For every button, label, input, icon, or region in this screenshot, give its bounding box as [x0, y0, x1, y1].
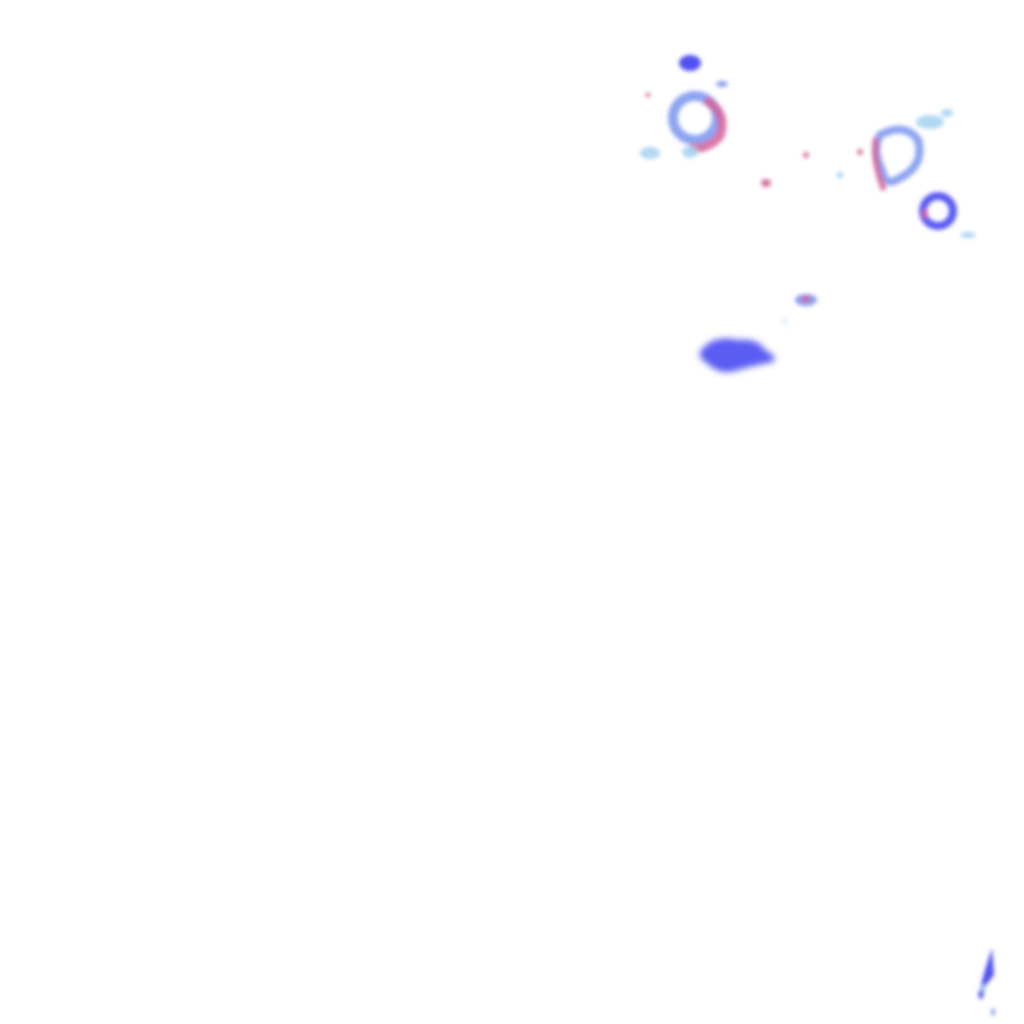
echo-cluster-b [872, 109, 976, 238]
precipitation-blob [857, 149, 863, 155]
precipitation-blob [801, 296, 811, 302]
precipitation-blob [922, 209, 928, 219]
precipitation-blob [960, 232, 976, 238]
precipitation-blob [640, 147, 660, 159]
streak-echo [978, 948, 994, 1000]
ring-echo [919, 192, 957, 230]
ring-echo [872, 125, 924, 186]
echo-cluster-a [640, 55, 728, 159]
precipitation-blob [991, 1008, 995, 1016]
precipitation-blob [916, 115, 944, 129]
ring-echo-intense [872, 137, 887, 192]
precipitation-blob [645, 93, 651, 97]
precipitation-blob [716, 81, 728, 87]
echo-streak [978, 948, 995, 1016]
precipitation-blob [837, 171, 843, 179]
precipitation-blob [782, 320, 788, 324]
precipitation-blob [980, 985, 986, 991]
precipitation-blob [699, 338, 775, 372]
echo-cell-main [699, 320, 788, 372]
precipitation-blob [803, 152, 809, 158]
precipitation-blob [941, 109, 953, 117]
precipitation-blob [761, 179, 771, 187]
ring-echo-intense [689, 96, 727, 153]
precipitation-blob [682, 146, 698, 158]
echo-scatter [761, 149, 863, 306]
precipitation-blob [679, 55, 701, 71]
